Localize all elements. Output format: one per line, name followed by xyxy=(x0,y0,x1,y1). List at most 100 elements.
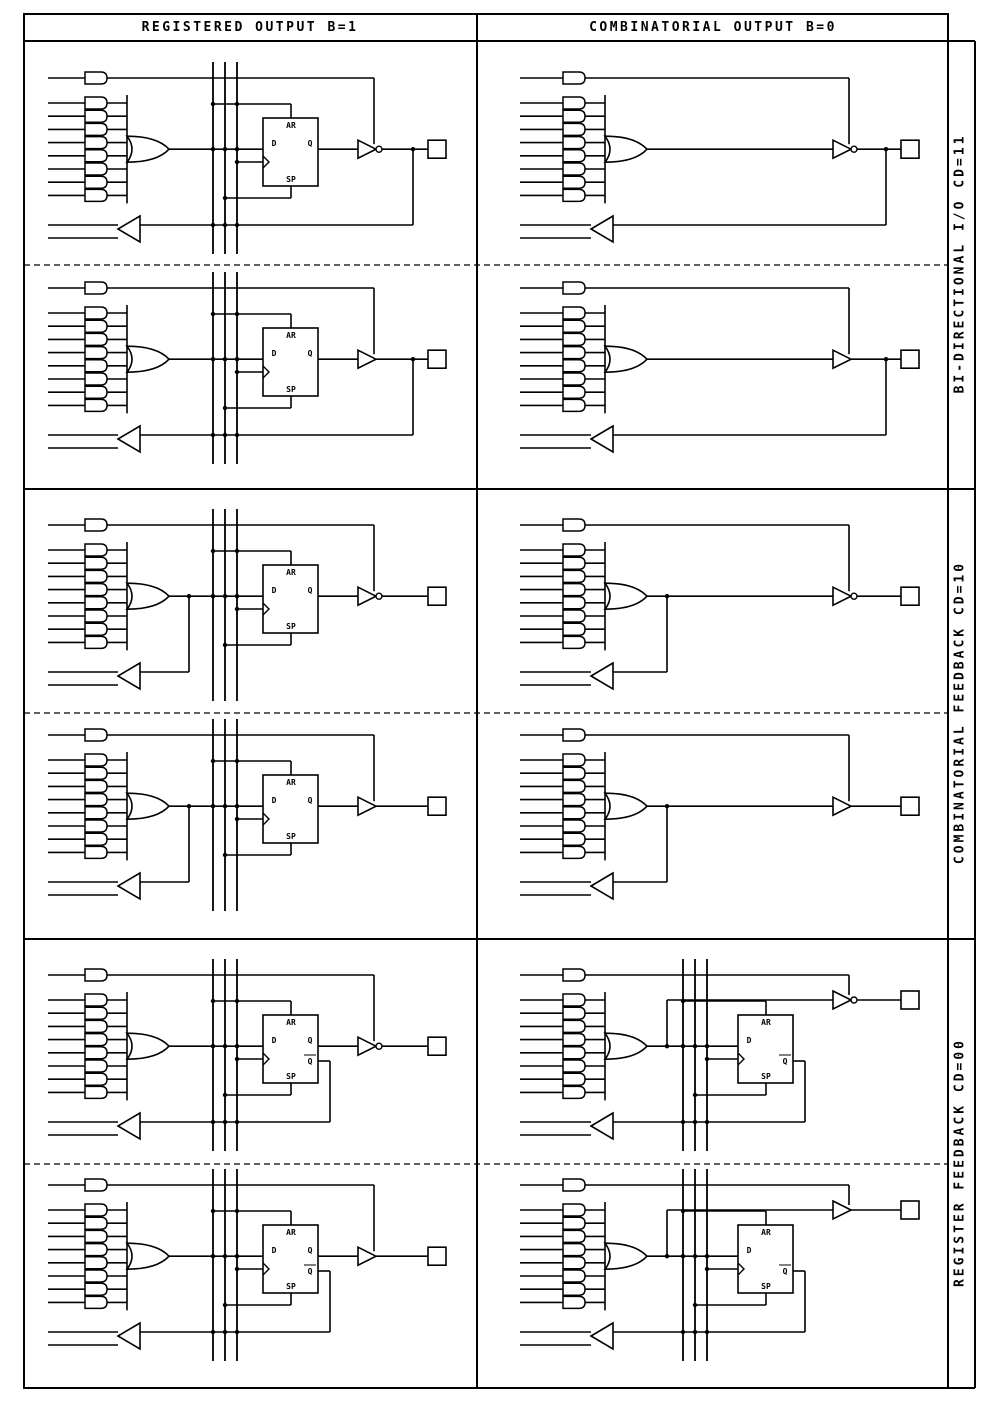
io-pin-icon xyxy=(900,796,920,816)
flip-flop-sp-label: SP xyxy=(761,1282,771,1291)
column-header-registered-output: REGISTERED OUTPUT B=1 xyxy=(141,20,359,35)
product-term-and-gate xyxy=(562,385,586,399)
junction-dot xyxy=(210,147,216,152)
clock-input-icon xyxy=(737,1262,745,1276)
junction-dot xyxy=(222,1119,228,1125)
product-term-and-gate xyxy=(84,819,108,833)
feedback-input-buffer xyxy=(589,214,614,244)
io-pin-icon xyxy=(900,990,920,1010)
junction-dot xyxy=(210,432,216,438)
junction-dot xyxy=(692,1302,698,1308)
junction-dot xyxy=(234,1119,240,1125)
inversion-bubble xyxy=(375,145,383,153)
product-term-and-gate xyxy=(84,345,108,360)
io-pin-icon xyxy=(900,349,920,369)
junction-dot xyxy=(222,357,228,362)
junction-dot xyxy=(692,1044,698,1049)
flip-flop-ar-label: AR xyxy=(286,1228,296,1237)
output-enable-and-gate xyxy=(562,728,586,742)
or-gate xyxy=(603,1032,649,1061)
product-term-and-gate xyxy=(84,806,108,820)
row-label-combinatorial-feedback: COMBINATORIAL FEEDBACK CD=10 xyxy=(952,560,968,865)
flip-flop-sp-label: SP xyxy=(286,832,296,841)
row-label-bidirectional-io: BI-DIRECTIONAL I/O CD=11 xyxy=(952,133,968,394)
product-term-and-gate xyxy=(562,162,586,176)
product-term-and-gate xyxy=(562,149,586,163)
junction-dot xyxy=(234,1266,240,1272)
junction-dot xyxy=(234,1329,240,1335)
junction-dot xyxy=(234,357,240,362)
output-enable-and-gate xyxy=(84,518,108,532)
flip-flop-d-label: D xyxy=(747,1246,752,1255)
product-term-and-gate xyxy=(562,372,586,386)
product-term-and-gate xyxy=(562,1216,586,1230)
flip-flop-ar-label: AR xyxy=(761,1228,771,1237)
junction-dot xyxy=(222,1044,228,1049)
product-term-and-gate xyxy=(562,806,586,820)
junction-dot xyxy=(234,311,240,317)
product-term-and-gate xyxy=(84,1046,108,1060)
flip-flop-sp-label: SP xyxy=(286,622,296,631)
junction-dot xyxy=(704,1119,710,1125)
product-term-and-gate xyxy=(562,766,586,780)
product-term-and-gate xyxy=(562,1019,586,1034)
or-gate xyxy=(125,1242,171,1271)
product-term-and-gate xyxy=(562,543,586,557)
clock-input-icon xyxy=(262,155,270,169)
product-term-and-gate xyxy=(84,1229,108,1244)
junction-dot xyxy=(692,1329,698,1335)
junction-dot xyxy=(234,432,240,438)
product-term-and-gate xyxy=(84,1085,108,1100)
junction-dot xyxy=(692,1119,698,1125)
or-gate xyxy=(125,792,171,821)
product-term-and-gate xyxy=(562,306,586,320)
product-term-and-gate xyxy=(84,319,108,333)
product-term-and-gate xyxy=(84,149,108,163)
feedback-input-buffer xyxy=(589,1321,614,1351)
output-enable-and-gate xyxy=(84,1178,108,1192)
product-term-and-gate xyxy=(84,1032,108,1047)
product-term-and-gate xyxy=(84,135,108,150)
grid-frame xyxy=(23,13,976,1389)
product-term-and-gate xyxy=(562,1242,586,1257)
junction-dot xyxy=(210,1208,216,1214)
flip-flop-qbar-label: Q xyxy=(783,1267,788,1276)
flip-flop-sp-label: SP xyxy=(761,1072,771,1081)
product-term-and-gate xyxy=(84,332,108,347)
junction-dot xyxy=(222,642,228,648)
product-term-and-gate xyxy=(84,1282,108,1296)
flip-flop-q-label: Q xyxy=(308,586,313,595)
junction-dot xyxy=(234,548,240,554)
clock-input-icon xyxy=(262,1052,270,1066)
flip-flop-d-label: D xyxy=(272,796,277,805)
junction-dot xyxy=(222,432,228,438)
product-term-and-gate xyxy=(84,109,108,123)
output-enable-and-gate xyxy=(562,71,586,85)
or-gate xyxy=(125,135,171,164)
or-gate xyxy=(603,345,649,374)
product-term-and-gate xyxy=(562,819,586,833)
output-enable-and-gate xyxy=(84,281,108,295)
io-pin-icon xyxy=(427,1246,447,1266)
product-term-and-gate xyxy=(84,188,108,203)
product-term-and-gate xyxy=(84,1203,108,1217)
junction-dot xyxy=(222,1092,228,1098)
product-term-and-gate xyxy=(84,1242,108,1257)
product-term-and-gate xyxy=(84,162,108,176)
junction-dot xyxy=(222,1329,228,1335)
flip-flop-ar-label: AR xyxy=(286,121,296,130)
product-term-and-gate xyxy=(84,779,108,794)
product-term-and-gate xyxy=(562,1085,586,1100)
inversion-bubble xyxy=(375,1042,383,1050)
inversion-bubble xyxy=(375,592,383,600)
junction-dot xyxy=(222,222,228,228)
product-term-and-gate xyxy=(562,845,586,860)
product-term-and-gate xyxy=(84,635,108,650)
product-term-and-gate xyxy=(562,96,586,110)
inversion-bubble xyxy=(850,996,858,1004)
junction-dot xyxy=(234,147,240,152)
junction-dot xyxy=(680,1254,686,1259)
